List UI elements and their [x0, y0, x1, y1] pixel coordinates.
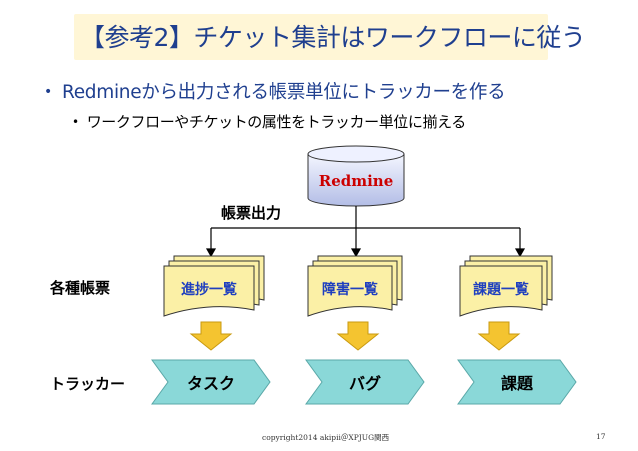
row-label-trackers: トラッカー	[50, 375, 125, 393]
redmine-database-icon: Redmine	[307, 145, 405, 207]
bullet-main-text: Redmineから出力される帳票単位にトラッカーを作る	[61, 82, 506, 103]
tracker-label-issue: 課題	[501, 374, 534, 393]
document-label-progress: 進捗一覧	[181, 281, 237, 298]
tracker-label-bug: バグ	[349, 374, 381, 393]
footer-copyright: copyright2014 akipii＠XPJUG関西	[262, 433, 390, 442]
down-arrow-icon	[336, 321, 380, 351]
down-arrow-icon	[189, 321, 233, 351]
page-number: 17	[596, 432, 606, 441]
chevron-task-icon	[151, 359, 271, 405]
document-stack-failure	[307, 255, 403, 317]
chevron-issue-icon	[457, 359, 577, 405]
document-label-issue: 課題一覧	[473, 281, 529, 298]
tracker-label-task: タスク	[187, 374, 235, 393]
database-label: Redmine	[319, 172, 394, 190]
document-stack-progress	[163, 255, 265, 317]
down-arrow-icon	[477, 321, 521, 351]
bullet-main: • Redmineから出力される帳票単位にトラッカーを作る	[44, 78, 506, 104]
output-label: 帳票出力	[221, 204, 281, 222]
bullet-sub: • ワークフローやチケットの属性をトラッカー単位に揃える	[72, 111, 466, 132]
bullet-dot-icon: •	[44, 84, 52, 100]
bullet-dot-icon: •	[72, 115, 79, 129]
chevron-bug-icon	[305, 359, 425, 405]
bullet-sub-text: ワークフローやチケットの属性をトラッカー単位に揃える	[86, 113, 467, 131]
document-label-failure: 障害一覧	[322, 281, 378, 298]
row-label-reports: 各種帳票	[49, 279, 110, 297]
slide-title: 【参考2】チケット集計はワークフローに従う	[80, 23, 586, 52]
connector-lines	[205, 206, 526, 258]
document-stack-issue	[459, 255, 553, 317]
title-background	[74, 14, 548, 60]
